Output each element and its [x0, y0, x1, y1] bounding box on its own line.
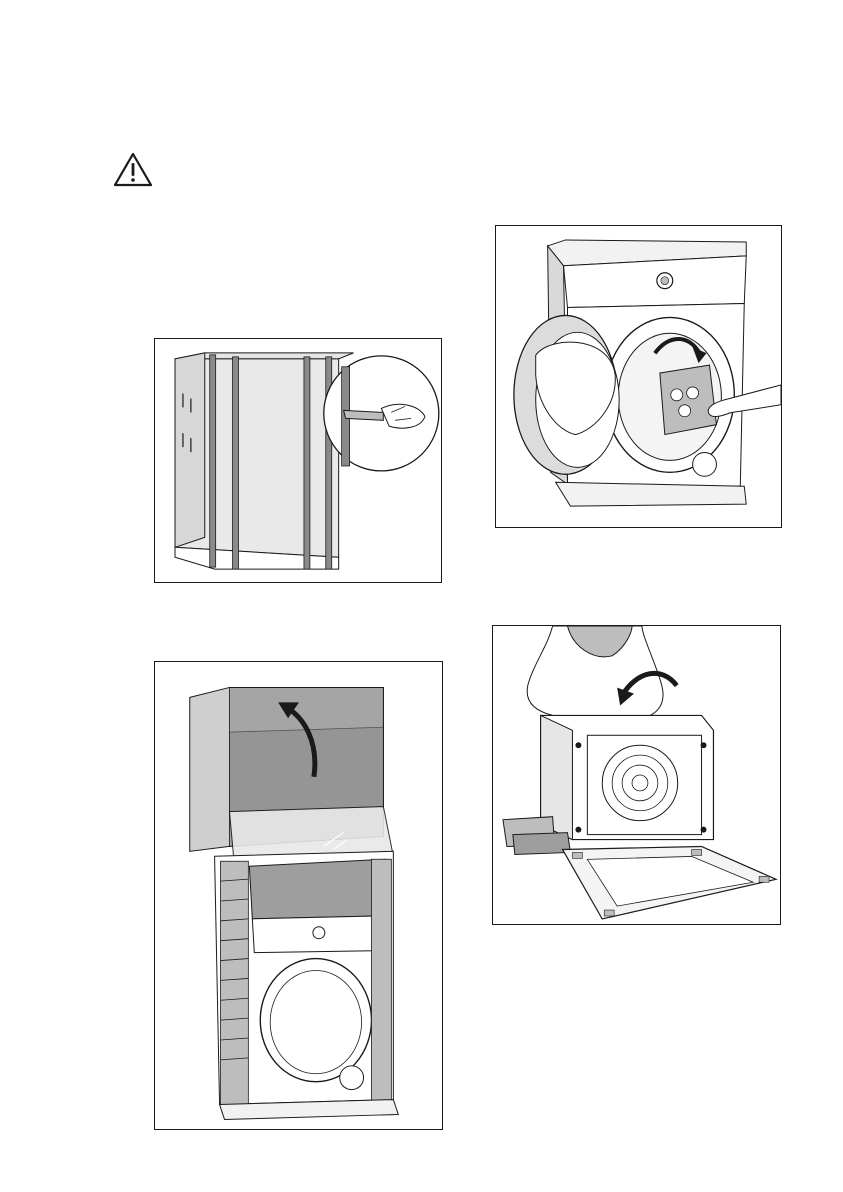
figure-remove-drum-packing — [495, 225, 782, 528]
figure-lift-cover — [154, 661, 443, 1130]
tilt-base-illustration — [493, 626, 780, 924]
packed-appliance-illustration — [155, 339, 441, 582]
drum-packing-piece — [660, 365, 717, 435]
warning-triangle-icon — [113, 152, 153, 188]
figure-cut-straps — [154, 338, 442, 583]
figure-tilt-remove-base — [492, 625, 781, 925]
lift-cover-illustration — [155, 662, 442, 1129]
open-door-illustration — [496, 226, 781, 527]
